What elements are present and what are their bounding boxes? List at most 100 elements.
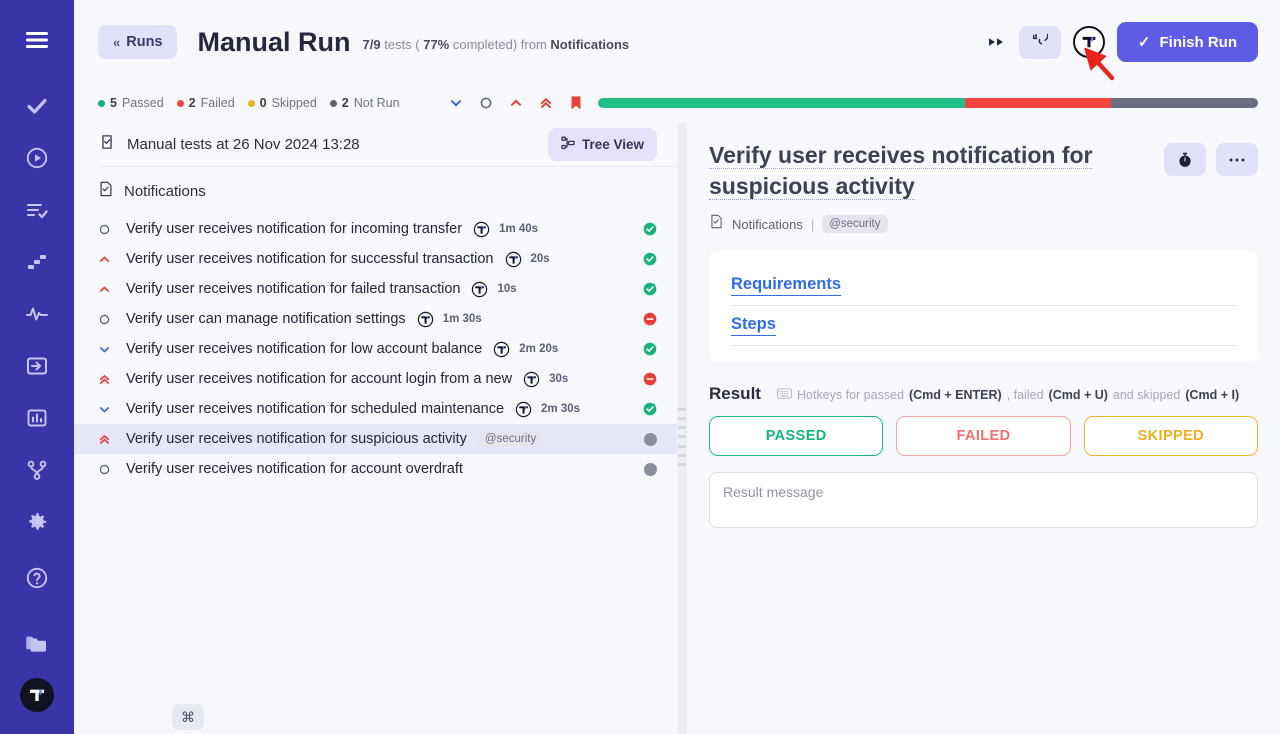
notrun-dot-icon (329, 99, 337, 107)
priority-low-filter[interactable] (448, 95, 464, 111)
table-row[interactable]: Verify user receives notification for sc… (74, 394, 677, 424)
import-arrow-icon[interactable] (15, 344, 59, 388)
priority-critical-icon (98, 373, 126, 386)
priority-blocker-filter[interactable] (568, 95, 584, 111)
passed-label: Passed (121, 96, 164, 110)
section-steps-label[interactable]: Steps (731, 315, 776, 337)
priority-medium-filter[interactable] (478, 95, 494, 111)
check-icon[interactable] (15, 84, 59, 128)
table-row[interactable]: Verify user receives notification for lo… (74, 334, 677, 364)
run-summary: 7/9 tests ( 77% completed) from Notifica… (362, 32, 629, 52)
timer-reset-button[interactable] (1018, 25, 1061, 59)
result-header: Result Hotkeys for passed (Cmd + ENTER) … (709, 384, 1258, 404)
stopwatch-button[interactable] (1164, 143, 1206, 176)
breadcrumb-divider: | (810, 216, 815, 232)
test-name: Verify user receives notification for ac… (126, 461, 463, 477)
suite-name: Notifications (124, 183, 206, 200)
status-badge (641, 342, 659, 356)
file-check-icon (709, 214, 724, 234)
priority-high-filter[interactable] (508, 95, 524, 111)
breadcrumb-tag: @security (822, 215, 888, 234)
test-rows: Verify user receives notification for in… (74, 214, 677, 484)
gear-icon[interactable] (15, 500, 59, 544)
priority-critical-icon (98, 433, 126, 446)
table-row[interactable]: Verify user receives notification for su… (74, 244, 677, 274)
fast-forward-icon[interactable] (987, 34, 1007, 50)
passed-value: 5 (110, 96, 117, 110)
test-duration: 10s (497, 283, 517, 295)
hotkeys-mid: , failed (1006, 388, 1044, 403)
notrun-label: Not Run (353, 96, 400, 110)
table-row[interactable]: Verify user receives notification for fa… (74, 274, 677, 304)
run-progress-bar (598, 98, 1258, 108)
test-list-title: Manual tests at 26 Nov 2024 13:28 (127, 135, 360, 153)
hamburger-menu-icon[interactable] (15, 18, 59, 62)
priority-medium-icon (98, 463, 126, 476)
run-completed-word: completed) from (452, 37, 547, 52)
skipped-dot-icon (247, 99, 255, 107)
skipped-value: 0 (259, 96, 267, 110)
passed-button[interactable]: PASSED (709, 416, 884, 457)
result-message-input[interactable] (709, 472, 1258, 529)
test-name: Verify user receives notification for su… (126, 431, 467, 447)
result-counts: 5 Passed 2 Failed 0 Skipped 2 Not Run (98, 96, 400, 110)
product-logo-icon[interactable] (1072, 26, 1105, 58)
count-notrun: 2 Not Run (329, 96, 400, 110)
finish-run-button[interactable]: ✓ Finish Run (1116, 22, 1258, 62)
help-circle-icon[interactable] (15, 556, 59, 600)
folder-icon[interactable] (15, 622, 59, 666)
status-badge (641, 222, 659, 236)
status-badge (641, 432, 659, 446)
user-avatar[interactable] (20, 678, 54, 712)
failed-button[interactable]: FAILED (896, 416, 1071, 457)
git-branch-icon[interactable] (15, 448, 59, 492)
hotkeys-and: and skipped (1112, 388, 1181, 403)
activity-pulse-icon[interactable] (15, 292, 59, 336)
run-tests-word: tests ( (384, 37, 420, 52)
cmd-key-badge[interactable]: ⌘ (172, 704, 204, 730)
detail-title[interactable]: Verify user receives notification for su… (709, 142, 1093, 200)
steps-icon[interactable] (15, 240, 59, 284)
table-row[interactable]: Verify user receives notification for ac… (74, 454, 677, 484)
skipped-button[interactable]: SKIPPED (1083, 416, 1258, 457)
automated-logo-icon (515, 401, 532, 418)
table-row[interactable]: Verify user receives notification for in… (74, 214, 677, 244)
status-badge (641, 282, 659, 296)
list-check-icon[interactable] (15, 188, 59, 232)
test-duration: 30s (549, 373, 569, 385)
test-list-pane: Manual tests at 26 Nov 2024 13:28 Tree V… (74, 122, 677, 734)
table-row[interactable]: Verify user can manage notification sett… (74, 304, 677, 334)
file-check-icon (98, 181, 114, 202)
clipboard-check-icon (98, 133, 116, 156)
back-to-runs-button[interactable]: « Runs (98, 25, 178, 59)
bar-chart-icon[interactable] (15, 396, 59, 440)
hotkey-passed: (Cmd + ENTER) (908, 388, 1002, 403)
section-requirements[interactable]: Requirements (731, 268, 1236, 307)
hotkey-failed: (Cmd + U) (1048, 388, 1108, 403)
status-badge (641, 462, 659, 476)
pane-resize-handle[interactable] (677, 122, 687, 734)
status-strip: 5 Passed 2 Failed 0 Skipped 2 Not Run (74, 84, 1280, 122)
main-area: « Runs Manual Run 7/9 tests ( 77% comple… (74, 0, 1280, 734)
play-circle-icon[interactable] (15, 136, 59, 180)
run-count: 7/9 (362, 37, 381, 52)
priority-critical-filter[interactable] (538, 95, 554, 111)
test-name: Verify user receives notification for ac… (126, 371, 513, 387)
priority-medium-icon (98, 313, 126, 326)
suite-row[interactable]: Notifications (74, 167, 677, 214)
more-options-button[interactable] (1216, 143, 1258, 176)
result-title: Result (709, 384, 761, 404)
test-list-header: Manual tests at 26 Nov 2024 13:28 Tree V… (74, 122, 677, 166)
verdict-buttons: PASSED FAILED SKIPPED (709, 416, 1258, 457)
breadcrumb-suite[interactable]: Notifications (732, 216, 803, 232)
section-steps[interactable]: Steps (731, 308, 1236, 347)
count-skipped: 0 Skipped (247, 96, 317, 110)
table-row-selected[interactable]: Verify user receives notification for su… (74, 424, 677, 454)
priority-high-icon (98, 253, 126, 266)
run-percent: 77% (423, 37, 450, 52)
skipped-label: Skipped (271, 96, 317, 110)
tree-view-button[interactable]: Tree View (547, 127, 657, 161)
section-requirements-label[interactable]: Requirements (731, 275, 842, 297)
finish-check-icon: ✓ (1137, 34, 1151, 51)
table-row[interactable]: Verify user receives notification for ac… (74, 364, 677, 394)
